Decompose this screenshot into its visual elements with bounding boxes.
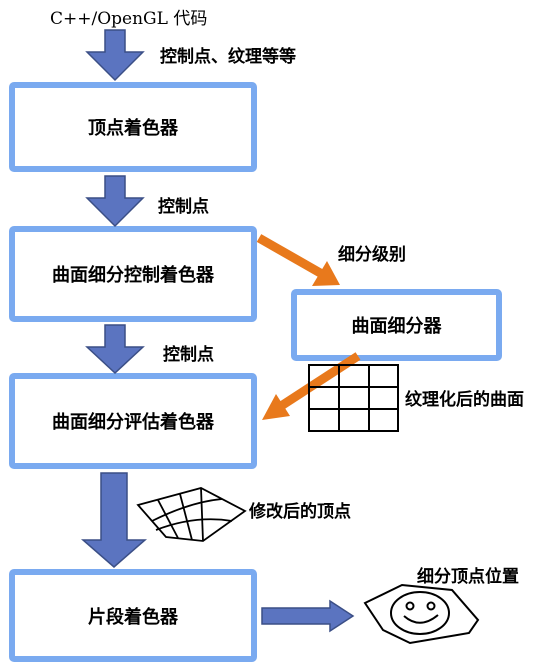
tessellation-grid-icon — [308, 364, 399, 432]
tes-box: 曲面细分评估着色器 — [9, 373, 257, 469]
tes-label: 曲面细分评估着色器 — [52, 412, 214, 433]
edge-label-tess-vertex-positions: 细分顶点位置 — [417, 567, 519, 587]
down-arrow-vertex-to-tcs — [85, 175, 145, 228]
tessellator-label: 曲面细分器 — [351, 316, 442, 337]
tcs-label: 曲面细分控制着色器 — [52, 265, 214, 286]
edge-label-tessellated-surface: 纹理化后的曲面 — [405, 390, 524, 410]
tcs-box: 曲面细分控制着色器 — [9, 226, 257, 322]
right-arrow-fragment-to-output — [261, 599, 355, 633]
down-arrow-tes-to-fragment — [80, 472, 148, 568]
down-arrow-tcs-to-tes — [85, 324, 145, 375]
edge-label-tess-level: 细分级别 — [338, 245, 406, 265]
smiley-face-icon — [363, 583, 480, 645]
vertex-shader-label: 顶点着色器 — [88, 118, 178, 139]
tessellator-box: 曲面细分器 — [291, 289, 502, 361]
vertex-shader-box: 顶点着色器 — [9, 82, 257, 172]
fragment-shader-label: 片段着色器 — [88, 606, 178, 628]
down-arrow-code-to-vertex — [85, 29, 145, 82]
edge-label-to-vertex: 控制点、纹理等等 — [160, 47, 296, 67]
orange-arrow-tessellator-to-tes — [275, 352, 361, 412]
orange-arrow-tcs-to-tessellator — [256, 234, 325, 278]
warped-mesh-icon — [136, 487, 247, 542]
edge-label-tcs-to-tes: 控制点 — [163, 345, 214, 365]
source-code-label: C++/OpenGL 代码 — [50, 9, 208, 29]
fragment-shader-box: 片段着色器 — [9, 569, 257, 662]
orange-arrowhead-1 — [312, 261, 340, 286]
edge-label-modified-vertices: 修改后的顶点 — [249, 502, 351, 522]
orange-arrowhead-2 — [262, 394, 290, 420]
edge-label-vertex-to-tcs: 控制点 — [158, 197, 209, 217]
